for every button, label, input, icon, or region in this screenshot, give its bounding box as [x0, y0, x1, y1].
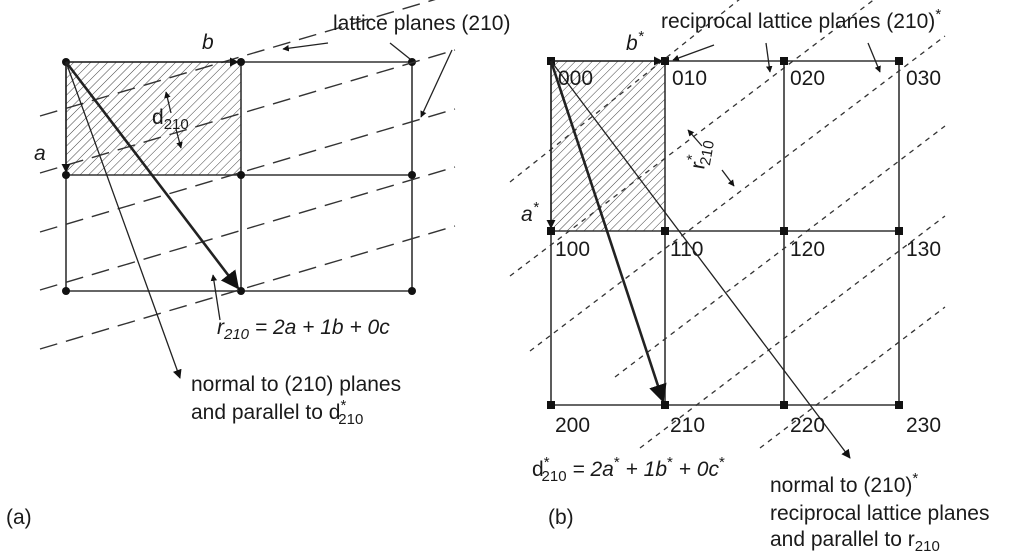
node-label-010: 010: [672, 67, 707, 90]
node-label-030: 030: [906, 67, 941, 90]
label-b: b: [202, 31, 214, 54]
d210-star-equation: d*210 = 2a* + 1b* + 0c*: [532, 454, 725, 485]
vector-r210: [64, 61, 240, 290]
planes-leader-1: [282, 42, 329, 52]
recip-planes-leader-1: [672, 44, 715, 62]
node-label-000: 000: [558, 67, 593, 90]
normal-b-line1: normal to (210)*: [770, 470, 918, 497]
d210-label: d210: [152, 106, 189, 133]
label-a: a: [34, 142, 46, 165]
normal-b-line2: reciprocal lattice planes: [770, 502, 989, 525]
normal-arrow-b: [550, 60, 851, 459]
node-label-020: 020: [790, 67, 825, 90]
r-spacing-arrow-up: [687, 129, 703, 147]
node-label-230: 230: [906, 414, 941, 437]
normal-line1: normal to (210) planes: [191, 373, 401, 396]
node-label-100: 100: [555, 238, 590, 261]
panel-b-tag: (b): [548, 506, 574, 529]
panel-a: b a lattice planes (210) d210 r210 = 2a …: [6, 0, 510, 529]
node-label-210: 210: [670, 414, 705, 437]
normal-arrow: [65, 61, 182, 379]
lattice-planes-dashed: [39, 0, 456, 350]
node-label-220: 220: [790, 414, 825, 437]
r-spacing-arrow-down: [721, 169, 735, 187]
lattice-planes-label: lattice planes (210): [333, 12, 510, 35]
recip-planes-leader-2: [765, 42, 773, 73]
normal-b-line3: and parallel to r210: [770, 528, 940, 555]
node-label-120: 120: [790, 238, 825, 261]
panel-a-tag: (a): [6, 506, 32, 529]
d-spacing-arrow-down: [175, 128, 183, 149]
planes-leader-2: [389, 42, 411, 60]
reciprocal-planes-dashed: [509, 0, 946, 449]
label-a-star: a*: [521, 199, 540, 226]
node-label-200: 200: [555, 414, 590, 437]
d-spacing-arrow-up: [164, 91, 172, 114]
vector-d210-star: [549, 60, 667, 403]
r-leader: [210, 274, 221, 321]
normal-line2: and parallel to d*210: [191, 397, 363, 428]
node-label-130: 130: [906, 238, 941, 261]
node-label-110: 110: [670, 238, 703, 261]
label-b-star: b*: [626, 28, 645, 55]
recip-planes-label: reciprocal lattice planes (210)*: [661, 6, 941, 33]
r210-star-label: r*210: [682, 137, 718, 172]
panel-b: b* a* reciprocal lattice planes (210)* r…: [509, 0, 989, 555]
r210-equation: r210 = 2a + 1b + 0c: [217, 316, 390, 343]
recip-planes-leader-3: [867, 42, 881, 73]
recip-unit-cell-hatch: [551, 61, 665, 231]
planes-leader-3: [420, 49, 453, 118]
